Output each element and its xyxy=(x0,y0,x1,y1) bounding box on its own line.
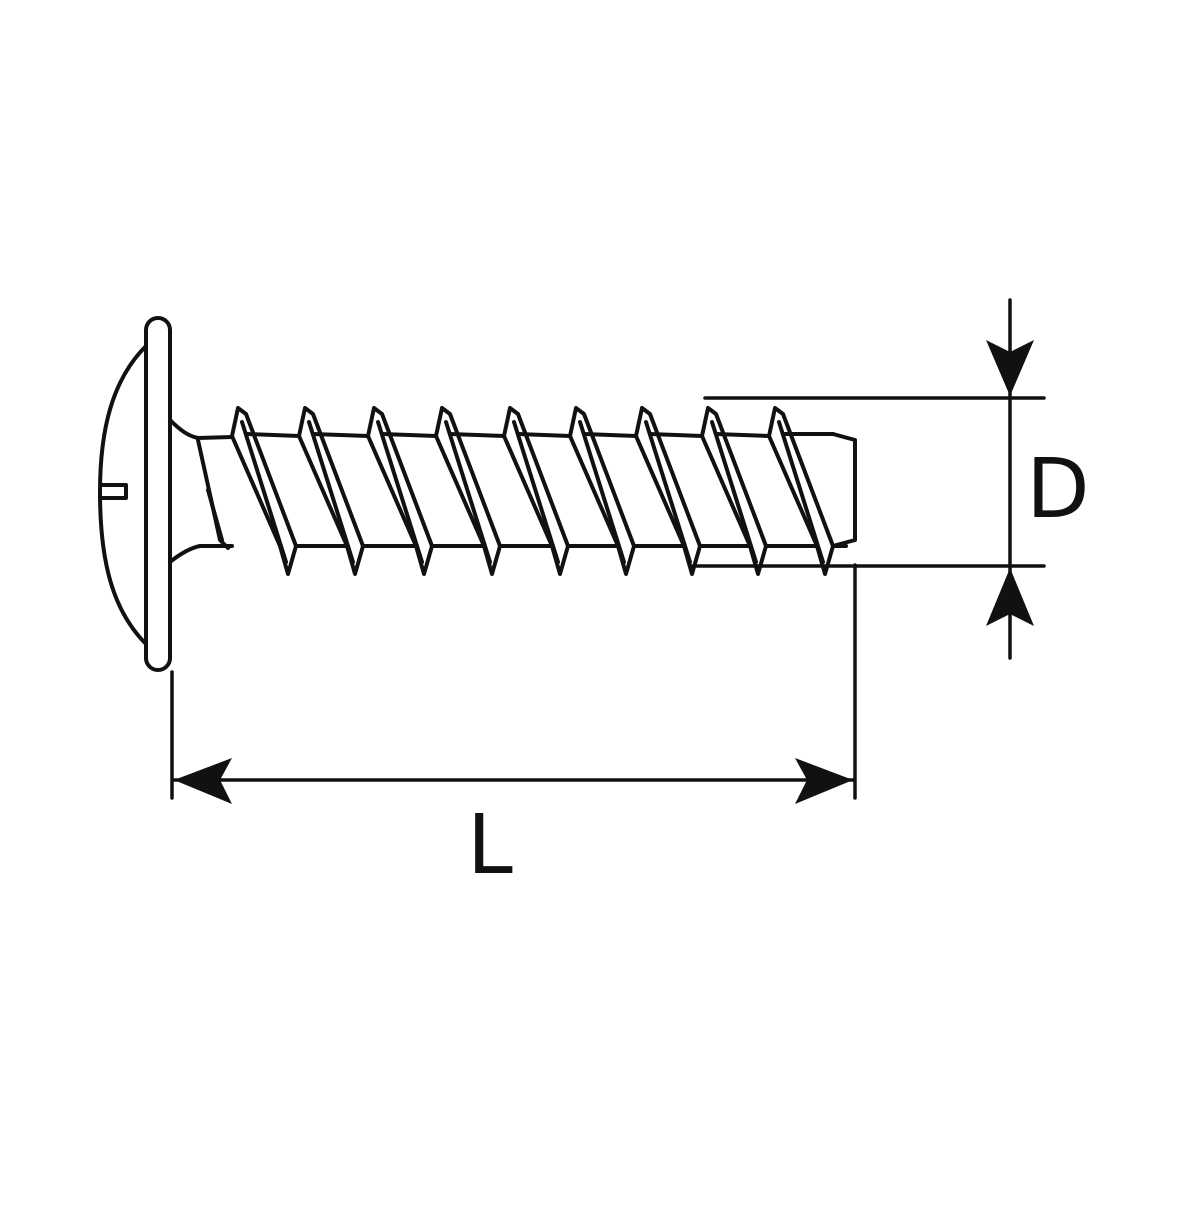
thread-root-top xyxy=(311,432,370,438)
screw-head xyxy=(98,316,202,672)
thread-flank-line xyxy=(777,420,825,564)
thread-flank-line xyxy=(644,420,692,564)
head-flange xyxy=(144,316,172,672)
diameter-label: D xyxy=(1026,442,1089,537)
length-arrow-right xyxy=(795,758,853,804)
dimension-diameter xyxy=(688,298,1046,660)
core-top-segment xyxy=(196,435,234,440)
thread-root-top xyxy=(448,432,506,438)
thread-flank-line xyxy=(710,420,758,564)
head-slot xyxy=(99,483,128,500)
diameter-arrow-bottom xyxy=(986,568,1034,626)
thread-root-top xyxy=(380,432,438,438)
thread-root-top xyxy=(516,432,572,438)
thread-root-top xyxy=(648,432,704,438)
thread-flank-line xyxy=(307,420,355,564)
thread-flank-line xyxy=(578,420,626,564)
thread-flank-line xyxy=(444,420,492,564)
length-arrow-left xyxy=(174,758,232,804)
screw-thread xyxy=(196,406,857,576)
thread-root-top xyxy=(714,432,771,438)
dimension-length xyxy=(170,563,857,800)
diameter-arrow-top xyxy=(986,340,1034,396)
length-label: L xyxy=(467,798,513,893)
head-underside xyxy=(168,418,200,440)
thread-start-inner xyxy=(206,488,224,542)
head-underside-lower xyxy=(168,544,202,564)
thread-flank-line xyxy=(512,420,560,564)
thread-root-top xyxy=(582,432,638,438)
thread-flank-line xyxy=(376,420,424,564)
head-dome xyxy=(98,344,148,646)
thread-start-flank xyxy=(196,438,230,550)
thread-root-top xyxy=(244,432,301,438)
thread-flank-line xyxy=(240,420,288,564)
screw-tip xyxy=(831,432,857,548)
